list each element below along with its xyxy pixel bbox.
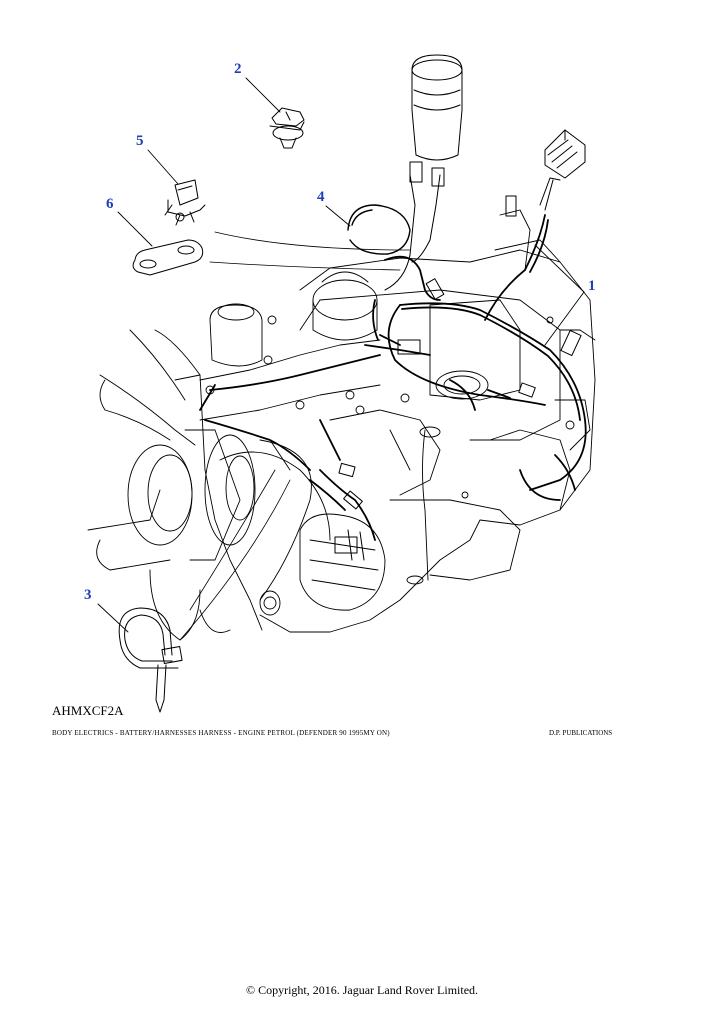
ignition-coil	[384, 54, 463, 291]
copyright-notice: © Copyright, 2016. Jaguar Land Rover Lim…	[245, 983, 479, 997]
part-3-cable-tie	[118, 607, 183, 713]
callout-4: 4	[317, 189, 325, 205]
callout-3: 3	[84, 587, 92, 603]
callout-5: 5	[136, 133, 144, 149]
engine-harness	[199, 214, 587, 541]
callout-1: 1	[588, 278, 596, 294]
part-5-clip	[164, 179, 206, 226]
part-6-plate	[132, 239, 204, 276]
leader-lines	[97, 77, 585, 633]
diagram-caption: BODY ELECTRICS - BATTERY/HARNESSES HARNE…	[52, 729, 390, 737]
callout-2: 2	[234, 61, 242, 77]
part-2-clip	[269, 107, 305, 149]
part-4-loop	[347, 204, 411, 255]
publisher-label: D.P. PUBLICATIONS	[549, 729, 613, 737]
figure-code: AHMXCF2A	[52, 703, 124, 718]
multiplug-connector	[539, 129, 586, 211]
fan-assembly	[87, 329, 386, 641]
engine-harness-diagram	[87, 54, 596, 713]
reference-lines	[179, 231, 411, 641]
callout-6: 6	[106, 196, 114, 212]
harness-connectors	[334, 195, 582, 561]
